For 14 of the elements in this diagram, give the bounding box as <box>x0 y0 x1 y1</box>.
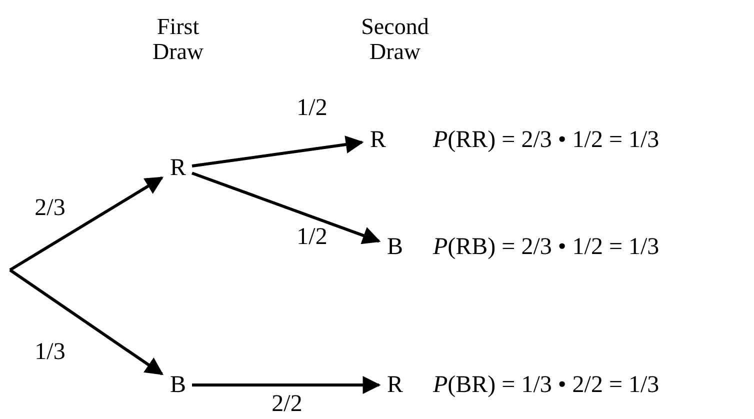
probability-formula: P(RB) = 2/3 • 1/2 = 1/3 <box>433 235 660 259</box>
outcome-letter: B <box>385 233 405 261</box>
arrow <box>192 172 381 244</box>
column-heading: Second Draw <box>360 14 430 65</box>
outcome-letter: B <box>168 371 188 399</box>
outcome-letter: R <box>368 126 388 154</box>
probability-formula: P(BR) = 1/3 • 2/2 = 1/3 <box>433 373 660 397</box>
outcome-letter: R <box>168 154 188 182</box>
arrow <box>9 268 164 376</box>
arrow <box>9 176 164 272</box>
outcome-letter: R <box>385 371 405 399</box>
arrow <box>192 136 364 168</box>
probability-formula: P(RR) = 2/3 • 1/2 = 1/3 <box>433 128 660 152</box>
column-heading: First Draw <box>151 14 205 65</box>
